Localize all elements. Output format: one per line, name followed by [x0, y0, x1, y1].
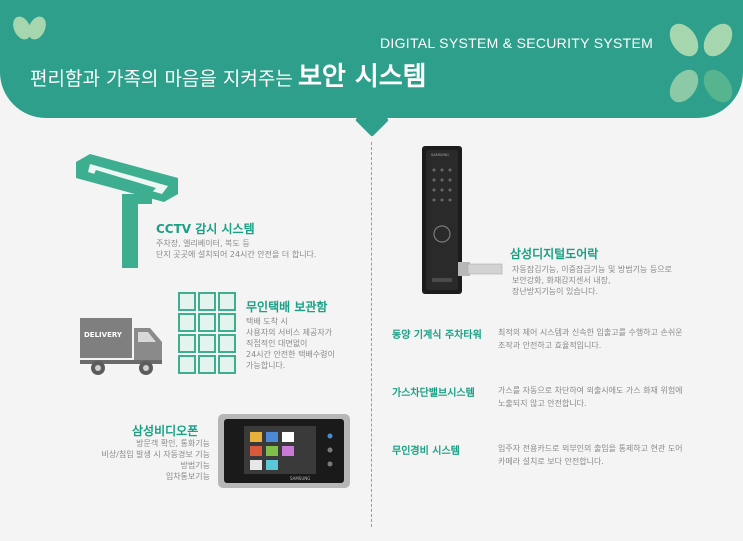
videophone-desc-line: 비상/침입 발생 시 자동경보 기능 — [101, 450, 210, 459]
doorlock-desc: 자동잠김기능, 이중잠금기능 및 방범기능 등으로 보안강화, 화재감지센서 내… — [512, 264, 672, 297]
feature-title-parking: 동양 기계식 주차타워 — [392, 330, 482, 341]
parcel-desc-line: 택배 도착 시 — [246, 317, 288, 326]
cctv-title: CCTV 감시 시스템 — [156, 222, 255, 236]
videophone-icon: SAMSUNG — [218, 414, 350, 488]
feature-desc-line: 가스를 자동으로 차단하여 외출시에도 가스 화재 위험에 — [498, 386, 683, 395]
parcel-desc: 택배 도착 시 사용자의 서비스 제공자가 직접적인 대면없이 24시간 안전한… — [246, 316, 335, 371]
parcel-locker-icon — [178, 292, 240, 376]
truck-label: DELIVERY — [84, 331, 123, 339]
feature-desc-line: 카메라 설치로 보다 안전합니다. — [498, 457, 604, 466]
header-title-big: 보안 시스템 — [297, 62, 427, 92]
feature-title-security: 무인경비 시스템 — [392, 446, 460, 457]
parcel-desc-line: 24시간 안전한 택배수령이 — [246, 350, 335, 359]
door-handle-icon — [458, 262, 503, 276]
leaf-logo-left — [13, 16, 46, 40]
feature-desc-line: 입주자 전용카드로 외부인의 출입을 통제하고 현관 도어 — [498, 444, 683, 453]
parcel-desc-line: 가능합니다. — [246, 361, 286, 370]
door-lock-icon: SAMSUNG — [422, 146, 462, 294]
doorlock-desc-line: 보안강화, 화재감지센서 내장, — [512, 276, 611, 285]
feature-title-gas: 가스차단밸브시스템 — [392, 388, 475, 399]
header-title-small: 편리함과 가족의 마음을 지켜주는 — [30, 68, 293, 90]
cctv-desc: 주차장, 엘리베이터, 복도 등 단지 곳곳에 설치되어 24시간 안전을 더 … — [156, 238, 316, 260]
videophone-desc-line: 입차통보기능 — [165, 472, 210, 481]
videophone-brand: SAMSUNG — [290, 476, 310, 481]
header-banner — [0, 0, 743, 118]
feature-desc-line: 노출되지 않고 안전합니다. — [498, 399, 587, 408]
feature-desc-line: 조작과 안전하고 효율적입니다. — [498, 341, 602, 350]
videophone-title: 삼성비디오폰 — [132, 424, 199, 438]
cctv-camera-icon — [76, 154, 178, 268]
feature-desc-gas: 가스를 자동으로 차단하여 외출시에도 가스 화재 위험에 노출되지 않고 안전… — [498, 384, 683, 410]
leaf-logo-right — [669, 23, 733, 103]
parcel-desc-line: 사용자의 서비스 제공자가 — [246, 328, 333, 337]
column-divider — [371, 142, 372, 527]
doorlock-title: 삼성디지털도어락 — [510, 247, 599, 261]
doorlock-desc-line: 장난방지기능이 있습니다. — [512, 287, 599, 296]
videophone-desc-line: 방범기능 — [180, 461, 210, 470]
delivery-truck-icon: DELIVERY — [80, 318, 162, 375]
cctv-desc-line: 주차장, 엘리베이터, 복도 등 — [156, 239, 250, 248]
feature-desc-line: 최적의 제어 시스템과 신속한 입출고를 수행하고 손쉬운 — [498, 328, 683, 337]
parcel-desc-line: 직접적인 대면없이 — [246, 339, 308, 348]
header-subtitle-en: DIGITAL SYSTEM & SECURITY SYSTEM — [380, 35, 654, 51]
videophone-desc: 방문객 확인, 통화기능 비상/침입 발생 시 자동경보 기능 방범기능 입차통… — [70, 438, 210, 482]
cctv-desc-line: 단지 곳곳에 설치되어 24시간 안전을 더 합니다. — [156, 250, 317, 259]
doorlock-desc-line: 자동잠김기능, 이중잠금기능 및 방범기능 등으로 — [512, 265, 672, 274]
feature-desc-parking: 최적의 제어 시스템과 신속한 입출고를 수행하고 손쉬운 조작과 안전하고 효… — [498, 326, 683, 352]
feature-desc-security: 입주자 전용카드로 외부인의 출입을 통제하고 현관 도어 카메라 설치로 보다… — [498, 442, 683, 468]
header-title: 편리함과 가족의 마음을 지켜주는 보안 시스템 — [30, 56, 427, 93]
parcel-title: 무인택배 보관함 — [246, 300, 328, 314]
videophone-desc-line: 방문객 확인, 통화기능 — [136, 439, 210, 448]
door-lock-brand: SAMSUNG — [431, 153, 449, 157]
